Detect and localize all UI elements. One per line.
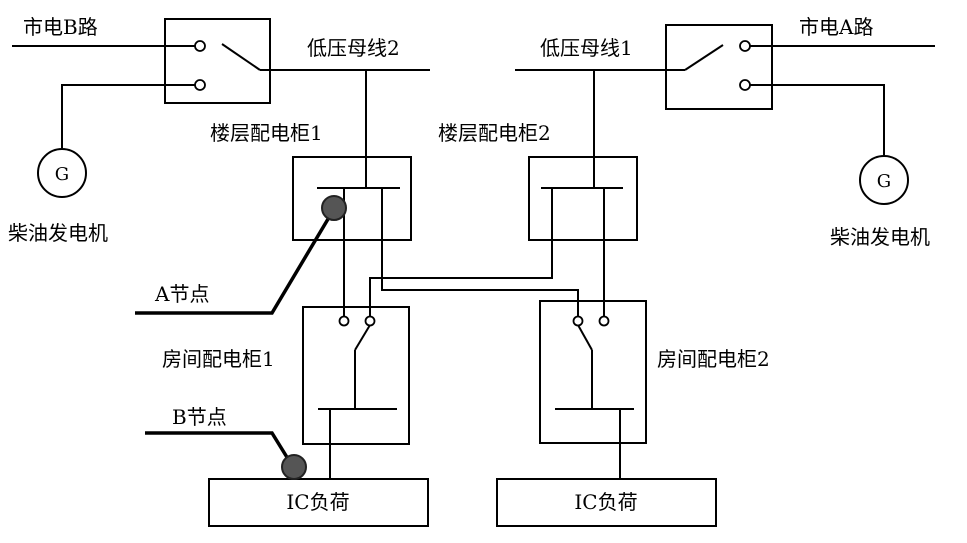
feeder-floor2-room1: [369, 188, 553, 317]
room-cabinet-1: [302, 306, 410, 479]
bus-2-label: 低压母线2: [307, 36, 400, 60]
transfer-switch-right: [515, 24, 935, 155]
ic-load-2-box: [496, 478, 717, 527]
bus-1-label: 低压母线1: [540, 36, 633, 60]
utility-a-label: 市电A路: [799, 15, 873, 39]
generator-left-icon: [37, 148, 87, 198]
ic-load-1-box: [208, 478, 429, 527]
ic-load-2-label: IC负荷: [574, 490, 637, 514]
room-cabinet-2-label: 房间配电柜2: [657, 347, 770, 371]
room-cabinet-2-contact-b: [598, 315, 610, 327]
room-cabinet-2-switch-blade: [577, 324, 593, 351]
room-cabinet-1-switch-blade: [354, 324, 371, 351]
generator-left-feeder: [61, 84, 195, 148]
ic-load-2: IC负荷: [496, 478, 717, 527]
node-a: A节点: [135, 195, 347, 315]
node-a-label: A节点: [154, 282, 209, 306]
room-cabinet-2-contact-a: [572, 315, 584, 327]
floor-cabinet-2-box: [528, 156, 638, 241]
floor-cabinet-1-label: 楼层配电柜1: [210, 121, 323, 145]
node-a-marker: [321, 195, 347, 221]
switch-right-contact-1: [739, 40, 751, 52]
room-cabinet-2-box: [539, 300, 647, 444]
utility-b-label: 市电B路: [23, 15, 98, 39]
room-cabinet-1-contact-b: [364, 315, 376, 327]
room-cabinet-2: [539, 300, 647, 479]
node-b-label: B节点: [172, 405, 227, 429]
switch-left-contact-1: [194, 40, 206, 52]
floor-cabinet-1-box: [292, 156, 412, 241]
generator-right-symbol: G: [877, 171, 891, 192]
ic-load-1: IC负荷: [208, 478, 429, 527]
generator-right: G: [859, 155, 909, 205]
switch-left-contact-2: [194, 79, 206, 91]
room-cabinet-1-box: [302, 306, 410, 445]
room-cabinet-1-contact-a: [338, 315, 350, 327]
transfer-switch-left-box: [164, 18, 271, 104]
switch-right-contact-2: [739, 79, 751, 91]
node-b: B节点: [145, 405, 307, 480]
node-a-leader: [135, 208, 336, 315]
generator-left: G: [37, 148, 87, 198]
diesel-right-label: 柴油发电机: [830, 225, 930, 249]
feeder-floor1-room2: [381, 188, 579, 317]
room-cabinet-1-label: 房间配电柜1: [162, 347, 275, 371]
diesel-left-label: 柴油发电机: [8, 221, 108, 245]
floor-cabinet-2-label: 楼层配电柜2: [438, 121, 551, 145]
node-b-leader: [145, 431, 295, 468]
generator-right-feeder: [750, 84, 885, 155]
node-b-marker: [281, 454, 307, 480]
ic-load-1-label: IC负荷: [286, 490, 349, 514]
switch-right-blade: [684, 44, 724, 71]
transfer-switch-left: [12, 18, 430, 148]
floor-cabinet-2: [528, 70, 638, 241]
switch-left-blade: [221, 43, 261, 71]
generator-left-symbol: G: [55, 164, 69, 185]
floor-cabinet-1: [292, 70, 412, 241]
transfer-switch-right-box: [665, 24, 773, 110]
generator-right-icon: [859, 155, 909, 205]
